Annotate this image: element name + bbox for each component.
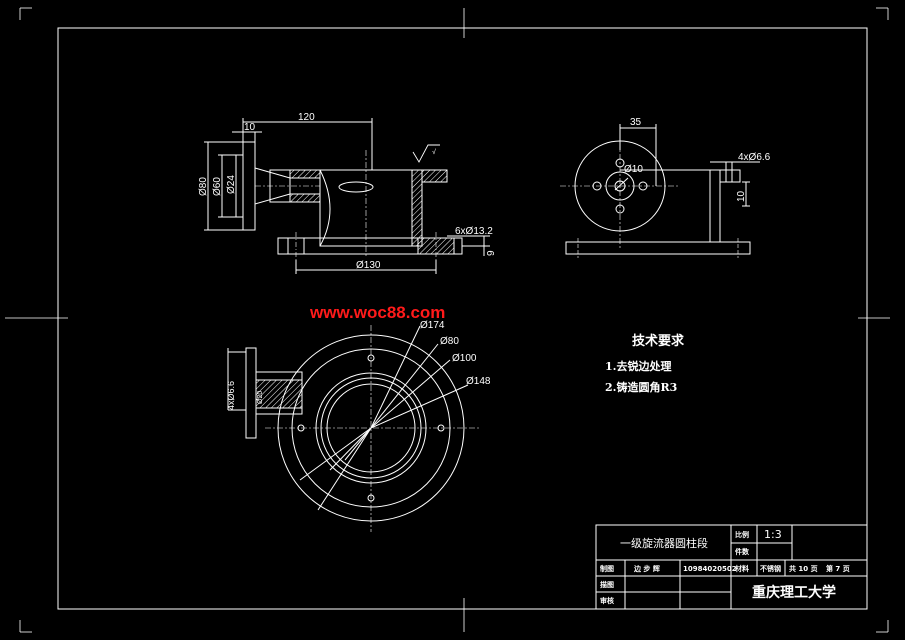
technical-requirements: 技术要求 1.去锐边处理 2.铸造圆角R3	[605, 333, 685, 394]
drafter-label: 制图	[600, 564, 614, 573]
tech-req-title: 技术要求	[632, 333, 685, 349]
page-number: 第 7 页	[826, 564, 850, 573]
material-value: 不锈钢	[760, 564, 781, 573]
school-name: 重庆理工大学	[752, 584, 836, 601]
dim-9: 9	[486, 250, 497, 256]
dim-4x6.6: 4xØ6.6	[738, 152, 771, 163]
side-view	[560, 124, 760, 258]
dim-phi60: Ø60	[212, 177, 223, 196]
student-id: 10984020502	[683, 565, 737, 573]
scale-label: 比例	[735, 530, 749, 539]
review-label: 审核	[600, 596, 614, 605]
dim-phi80: Ø80	[198, 177, 209, 196]
title-block	[595, 524, 868, 610]
scale-value: 1:3	[764, 528, 782, 541]
roughness-symbol: √	[432, 148, 436, 156]
dim-phi10: Ø10	[624, 164, 643, 175]
dim-holes-6x13: 6xØ13.2	[455, 226, 493, 237]
top-view	[227, 325, 480, 532]
dim-phi24: Ø24	[226, 175, 237, 194]
side-view-dims: 35 Ø10 4xØ6.6 10	[624, 117, 771, 202]
dim-inner-small: Ø20	[257, 391, 264, 404]
watermark-text: www.woc88.com	[309, 303, 445, 322]
drawing-name: 一级旋流器圆柱段	[620, 536, 708, 550]
dim-120: 120	[298, 112, 315, 123]
dim-10-side: 10	[736, 190, 747, 202]
dim-35: 35	[630, 117, 642, 128]
front-view	[204, 118, 490, 274]
tech-req-item-2: 2.铸造圆角R3	[605, 380, 677, 394]
design-label: 描图	[600, 580, 614, 589]
drafter-name: 边 步 辉	[633, 564, 660, 573]
dim-10: 10	[244, 122, 256, 133]
dim-phi174: Ø174	[420, 320, 445, 331]
dim-phi148: Ø148	[466, 376, 491, 387]
title-block-text: 一级旋流器圆柱段 比例 1:3 件数 制图 边 步 辉 10984020502 …	[600, 528, 850, 605]
material-label: 材料	[734, 564, 749, 573]
dim-phi130: Ø130	[356, 260, 381, 271]
dim-left-holes: 4xØ6.6	[226, 381, 236, 410]
dim-phi100: Ø100	[452, 353, 477, 364]
tech-req-item-1: 1.去锐边处理	[605, 359, 671, 373]
sheet-frame	[5, 7, 890, 633]
total-pages: 共 10 页	[789, 564, 818, 573]
quantity-label: 件数	[735, 547, 750, 556]
front-view-dims: 120 10 Ø80 Ø60 Ø24 √ 6xØ13.2 9 Ø130	[198, 112, 497, 271]
top-view-dims: Ø174 Ø80 Ø100 Ø148 4xØ6.6 Ø20	[226, 320, 491, 410]
dim-phi80-top: Ø80	[440, 336, 459, 347]
